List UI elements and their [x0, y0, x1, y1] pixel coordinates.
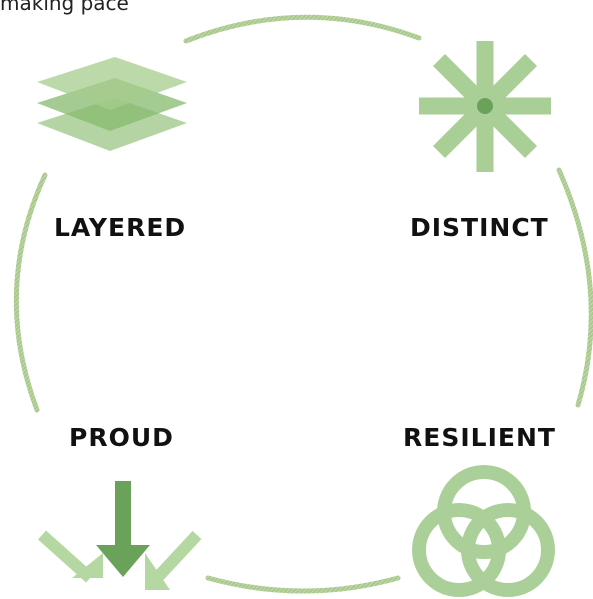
- arc-top: [183, 14, 422, 44]
- stacked-layers-icon: [37, 57, 187, 151]
- arc-right: [556, 167, 593, 408]
- interlocking-rings-icon: [412, 465, 555, 597]
- arc-left: [13, 172, 48, 413]
- cycle-arcs: [13, 14, 593, 594]
- label-proud: PROUD: [69, 423, 174, 452]
- cropped-top-text: making pace: [0, 0, 129, 15]
- converging-arrows-icon: [37, 481, 202, 590]
- asterisk-center: [477, 98, 493, 114]
- label-distinct: DISTINCT: [410, 213, 549, 242]
- arc-bottom: [205, 575, 401, 594]
- label-layered: LAYERED: [54, 213, 187, 242]
- label-resilient: RESILIENT: [403, 423, 556, 452]
